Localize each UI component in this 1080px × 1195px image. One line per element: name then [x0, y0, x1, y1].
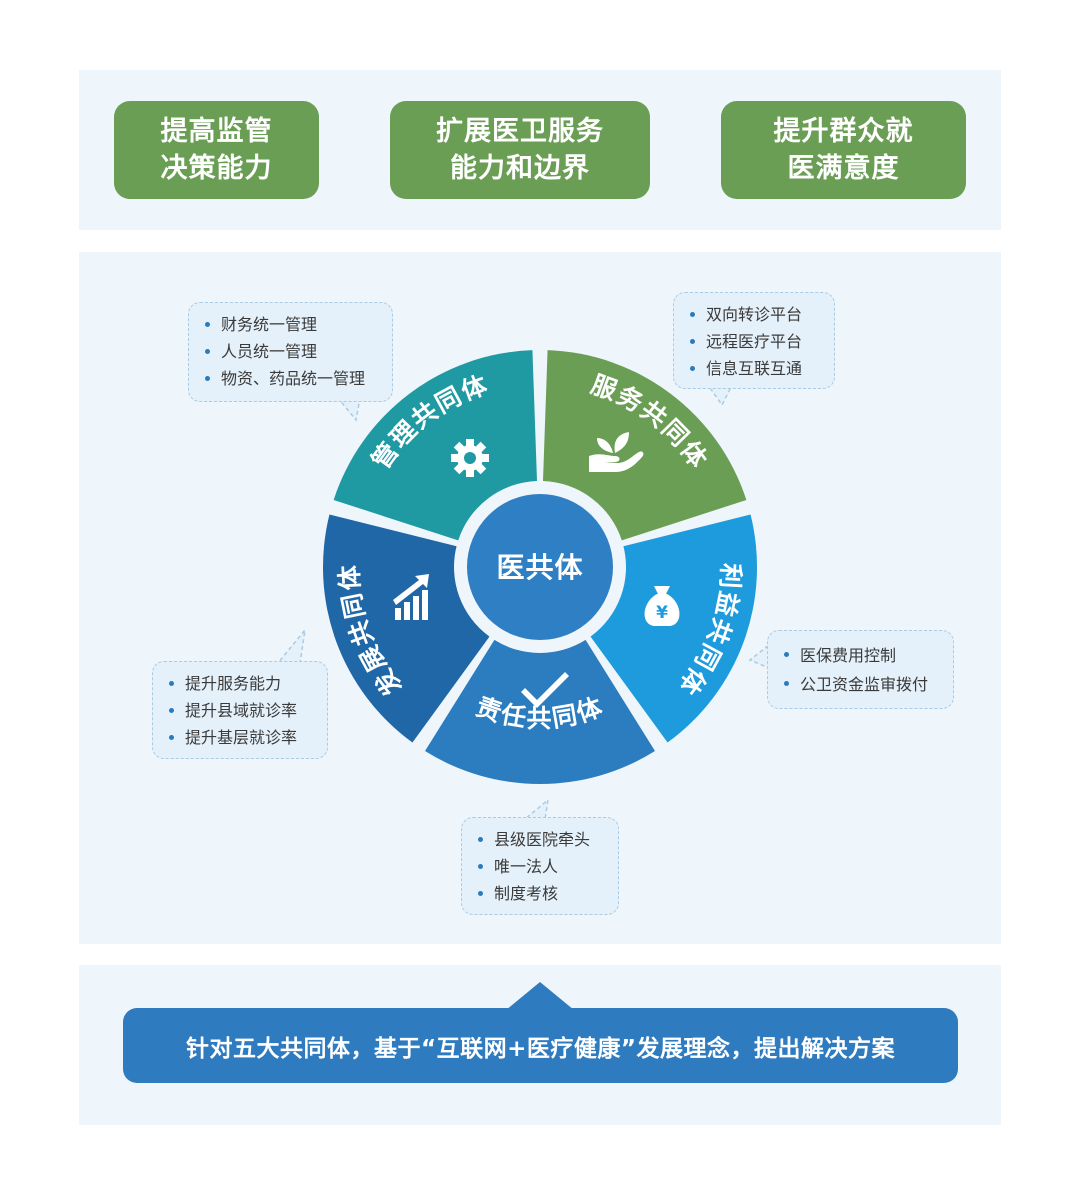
- hand-sprout-icon: [589, 432, 644, 472]
- list-item: 信息互联互通: [690, 355, 820, 382]
- segment-development: [323, 514, 490, 743]
- goal-box-supervision: 提高监管 决策能力: [114, 101, 319, 199]
- center-circle: [467, 494, 613, 640]
- goal-box-service-expansion: 扩展医卫服务 能力和边界: [390, 101, 650, 199]
- up-arrow-icon: [506, 982, 574, 1010]
- center-label: 医共体: [496, 551, 584, 584]
- list-item: 公卫资金监审拨付: [784, 670, 939, 699]
- list-item: 唯一法人: [478, 853, 604, 880]
- list-item: 医保费用控制: [784, 641, 939, 670]
- list-item: 县级医院牵头: [478, 826, 604, 853]
- goal-line: 扩展医卫服务: [436, 116, 604, 147]
- goal-box-satisfaction: 提升群众就 医满意度: [721, 101, 966, 199]
- list-item: 制度考核: [478, 880, 604, 907]
- list-item: 双向转诊平台: [690, 301, 820, 328]
- list-item: 提升基层就诊率: [169, 724, 313, 751]
- mgmt-bubble: 财务统一管理 人员统一管理 物资、药品统一管理: [188, 302, 393, 402]
- gear-icon: [451, 439, 489, 477]
- segment-mgmt: [333, 350, 537, 541]
- list-item: 物资、药品统一管理: [205, 365, 378, 392]
- growth-chart-icon: [393, 574, 429, 620]
- segment-responsibility: [425, 639, 655, 784]
- list-item: 提升服务能力: [169, 670, 313, 697]
- goal-line: 能力和边界: [450, 153, 590, 184]
- goal-line: 决策能力: [160, 153, 273, 184]
- bubble-tail: [276, 627, 307, 664]
- segment-benefit: [590, 514, 757, 743]
- checkmark-icon: [521, 672, 569, 708]
- list-item: 财务统一管理: [205, 311, 378, 338]
- money-bag-icon: ¥: [644, 586, 680, 626]
- segment-service: [543, 350, 747, 541]
- bubble-tail: [706, 384, 734, 407]
- goal-line: 医满意度: [787, 153, 900, 184]
- list-item: 提升县域就诊率: [169, 697, 313, 724]
- benefit-bubble: 医保费用控制 公卫资金监审拨付: [767, 630, 954, 709]
- svg-text:¥: ¥: [656, 603, 668, 623]
- goal-line: 提高监管: [160, 116, 273, 147]
- development-bubble: 提升服务能力 提升县域就诊率 提升基层就诊率: [152, 661, 328, 759]
- service-bubble: 双向转诊平台 远程医疗平台 信息互联互通: [673, 292, 835, 389]
- goal-line: 提升群众就: [773, 116, 914, 147]
- list-item: 远程医疗平台: [690, 328, 820, 355]
- responsibility-bubble: 县级医院牵头 唯一法人 制度考核: [461, 817, 619, 915]
- list-item: 人员统一管理: [205, 338, 378, 365]
- solution-banner: 针对五大共同体，基于“互联网+医疗健康”发展理念，提出解决方案: [123, 1008, 958, 1083]
- bubble-tail: [748, 643, 770, 670]
